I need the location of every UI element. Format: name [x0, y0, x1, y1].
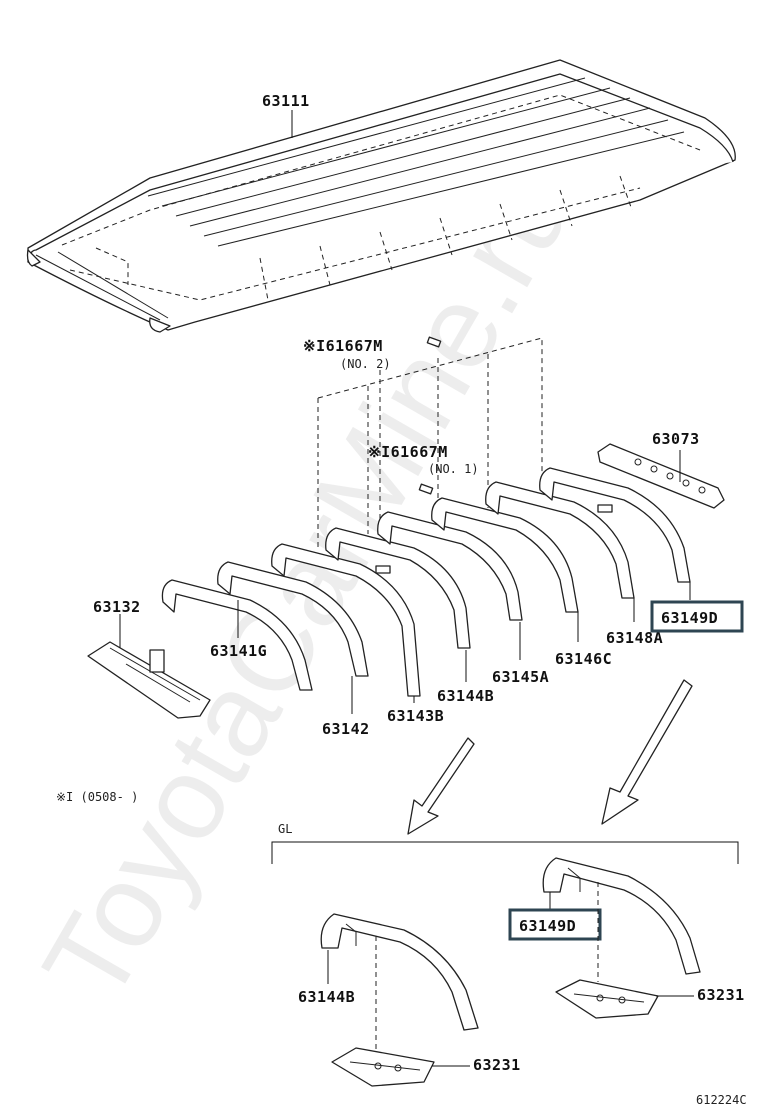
gl-bracket [271, 841, 739, 864]
diagram-code: 612224C [696, 1093, 747, 1107]
part-label-61667m-no1: ※I61667M [368, 443, 448, 461]
roof-panel-63111 [26, 59, 736, 333]
part-label-61667m-no2: ※I61667M [303, 337, 383, 355]
part-label-63073: 63073 [652, 430, 700, 448]
gl-bow-63144b [320, 913, 479, 1031]
part-label-gl-63231-b: 63231 [697, 986, 745, 1004]
gl-brace-63231-a [331, 1047, 435, 1087]
part-label-63146c: 63146C [555, 650, 612, 668]
front-header-63132 [87, 641, 211, 719]
part-label-63148a: 63148A [606, 629, 663, 647]
rear-header-63073 [597, 443, 725, 509]
arrow-to-gl-144b [407, 737, 475, 835]
applicability-note: ※I (0508- ) [56, 790, 138, 804]
part-label-gl-63149d: 63149D [519, 917, 576, 935]
clip-no2-icon [426, 336, 442, 348]
group-label-gl: GL [278, 822, 292, 836]
part-label-61667m-no1-sub: (NO. 1) [428, 462, 479, 476]
clip-on-rear-bow-icon [597, 504, 613, 513]
part-label-63149d: 63149D [661, 609, 718, 627]
gl-brace-63231-b [555, 979, 659, 1019]
gl-bow-63149d [542, 857, 701, 975]
roof-bows [161, 467, 691, 697]
part-label-61667m-no2-sub: (NO. 2) [340, 357, 391, 371]
clip-no1-icon [418, 483, 434, 495]
part-label-63144b: 63144B [437, 687, 494, 705]
part-label-63111: 63111 [262, 92, 310, 110]
part-label-63145a: 63145A [492, 668, 549, 686]
part-label-63141g: 63141G [210, 642, 267, 660]
highlight-box-63149d [650, 600, 744, 633]
clip-on-bow-icon [375, 565, 391, 574]
part-label-63142: 63142 [322, 720, 370, 738]
arrow-to-gl-149d [601, 679, 693, 825]
clip-guide-lines [317, 337, 543, 548]
part-label-63132: 63132 [93, 598, 141, 616]
part-label-63143b: 63143B [387, 707, 444, 725]
part-label-gl-63231-a: 63231 [473, 1056, 521, 1074]
part-label-gl-63144b: 63144B [298, 988, 355, 1006]
highlight-box-gl-63149d [508, 908, 602, 941]
